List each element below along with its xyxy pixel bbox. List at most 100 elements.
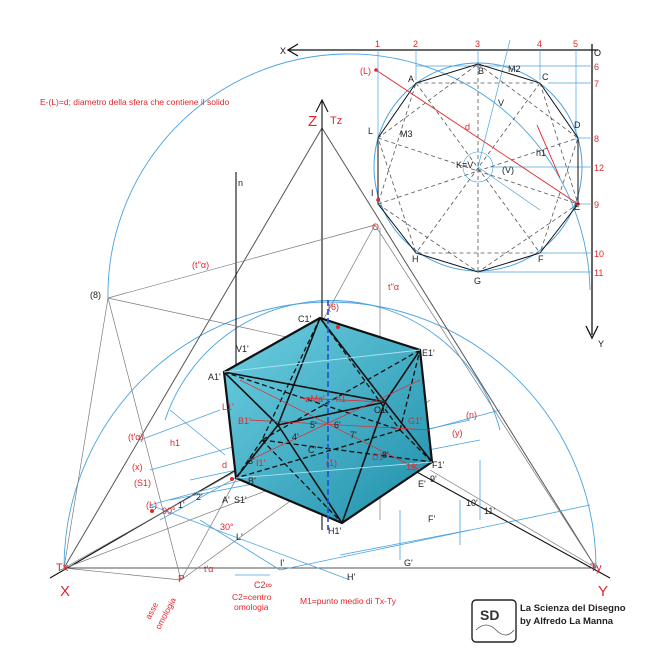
axis-note-2: omologia: [153, 596, 178, 631]
plan-label-V-paren: (V): [502, 165, 514, 175]
logo: SD La Scienza del Disegno by Alfredo La …: [471, 599, 626, 643]
plan-star: [377, 63, 579, 273]
plan-label-M2: M2: [508, 64, 521, 74]
plan-vertex-points: [374, 68, 580, 206]
inner-light-edges: [223, 349, 433, 479]
point-1-paren-label: (1): [326, 458, 337, 468]
tick-8-label: 8': [382, 450, 389, 460]
vertex-D1-label: D1': [372, 452, 386, 462]
trace-t1-label: (t'α): [128, 432, 143, 442]
label-Ty: Ty: [590, 562, 602, 574]
logo-pattern: [475, 624, 515, 636]
vertex-A1-label: A1': [208, 372, 221, 382]
plan-label-M3: M3: [400, 129, 413, 139]
logo-line-2: by Alfredo La Manna: [520, 616, 614, 627]
angle-30-label: 30°: [220, 522, 234, 532]
plan-vertex-H: H: [412, 254, 419, 264]
logo-line-1: La Scienza del Disegno: [520, 603, 626, 614]
label-Tz: Tz: [330, 115, 342, 127]
axon-labels: (t''α) t''α (t'α) t'α (8) C1' (6) V1' A1…: [90, 260, 495, 582]
vertex-E1-label: E1': [422, 348, 435, 358]
angle-90-label: 90°: [162, 506, 176, 516]
plan-right-tick: 7: [594, 79, 599, 89]
icosahedron: [150, 300, 434, 530]
tick-3-label: 3': [248, 456, 255, 466]
axis-y-label: (y): [452, 428, 463, 438]
c2-note-2: omologia: [234, 602, 269, 612]
label-Y: Y: [598, 583, 608, 600]
point-8-label: (8): [90, 290, 101, 300]
point-Ma-label: øMa': [305, 394, 325, 404]
plan-top-tick: 3: [475, 39, 480, 49]
label-P: P: [178, 574, 185, 585]
tick-9-label: 9': [430, 474, 437, 484]
logo-mark-text: SD: [480, 607, 499, 623]
trace-triangle: [63, 127, 597, 569]
label-X: X: [60, 583, 70, 600]
vertex-V1-label: V1': [236, 344, 249, 354]
c2-label: C2∞: [254, 580, 272, 590]
point-S1-prime-label: S1': [234, 495, 247, 505]
plan-label-h1: h1: [536, 148, 546, 158]
inner-arc: [164, 299, 501, 431]
point-G-prime-label: G': [404, 558, 413, 568]
plan-label-d: d: [465, 122, 470, 132]
plan-vertex-I: I: [371, 188, 374, 198]
tick-11-label: 11': [484, 506, 495, 516]
plan-vertex-E: E: [574, 202, 580, 212]
point-O1-label: O1': [374, 405, 388, 415]
label-Z: Z: [308, 113, 317, 130]
tick-5-label: 5': [310, 420, 317, 430]
plan-label-L-paren: (L): [360, 66, 371, 76]
c2-note-1: C2=centro: [232, 592, 272, 602]
hidden-edges: [223, 317, 433, 524]
vertex-points: [150, 325, 340, 513]
point-H-prime-label: H': [347, 572, 355, 582]
plan-vertex-G: G: [474, 276, 481, 286]
label-O: O: [372, 222, 379, 232]
plan-label-V: V: [498, 98, 504, 108]
vertex-C1-label: C1': [298, 314, 312, 324]
m1-note: M1=punto medio di Tx-Ty: [300, 596, 397, 606]
plan-vertex-D: D: [574, 120, 581, 130]
plan-right-tick: 9: [594, 200, 599, 210]
tick-7-label: 7': [350, 430, 357, 440]
plan-right-tick: 10: [594, 249, 604, 259]
plan-view: [286, 39, 599, 340]
visible-edges: [223, 317, 433, 524]
plan-vertex-F: F: [538, 254, 544, 264]
trace-t2-label: (t''α): [192, 260, 209, 270]
trace-t1b-label: t'α: [204, 564, 213, 574]
left-h1-label: h1: [170, 438, 180, 448]
axis-x-label: (x): [132, 462, 143, 472]
plan-x-axis-label: X: [280, 46, 286, 56]
tick-10-label: 10': [466, 498, 478, 508]
trace-t2b-label: t''α: [388, 282, 399, 292]
point-S1-label: (S1): [134, 478, 151, 488]
plan-top-tick: 4: [537, 39, 542, 49]
point-I-prime-label: I': [280, 558, 285, 568]
point-B-prime-label: B': [248, 476, 256, 486]
label-Tx: Tx: [56, 562, 69, 574]
plan-right-tick: 12: [594, 163, 604, 173]
plan-labels: X Y O 1 2 3 4 5 6 7 8 12 9 10 11 A B C D…: [280, 39, 604, 349]
logo-mark: [471, 599, 517, 643]
vertex-B1-label: B1': [238, 416, 251, 426]
plan-vertex-L: L: [368, 126, 373, 136]
sphere-note: E-(L)=d; diametro della sfera che contie…: [40, 97, 229, 107]
vertex-H1-label: H1': [328, 526, 342, 536]
plan-right-tick: 11: [594, 268, 603, 278]
tick-1-label: 1': [178, 500, 185, 510]
tick-4-label: 4': [292, 432, 299, 442]
axis-dashes: [239, 300, 431, 530]
tick-12-label: 12': [406, 462, 418, 472]
plan-y-axis-label: Y: [598, 339, 604, 349]
plan-red-lines: [375, 69, 579, 205]
plan-vertex-A: A: [408, 74, 414, 84]
plan-right-tick: 8: [594, 134, 599, 144]
point-C-prime-label: C': [308, 445, 316, 455]
left-d-label: d: [222, 460, 227, 470]
plan-origin-label: O: [594, 48, 601, 58]
